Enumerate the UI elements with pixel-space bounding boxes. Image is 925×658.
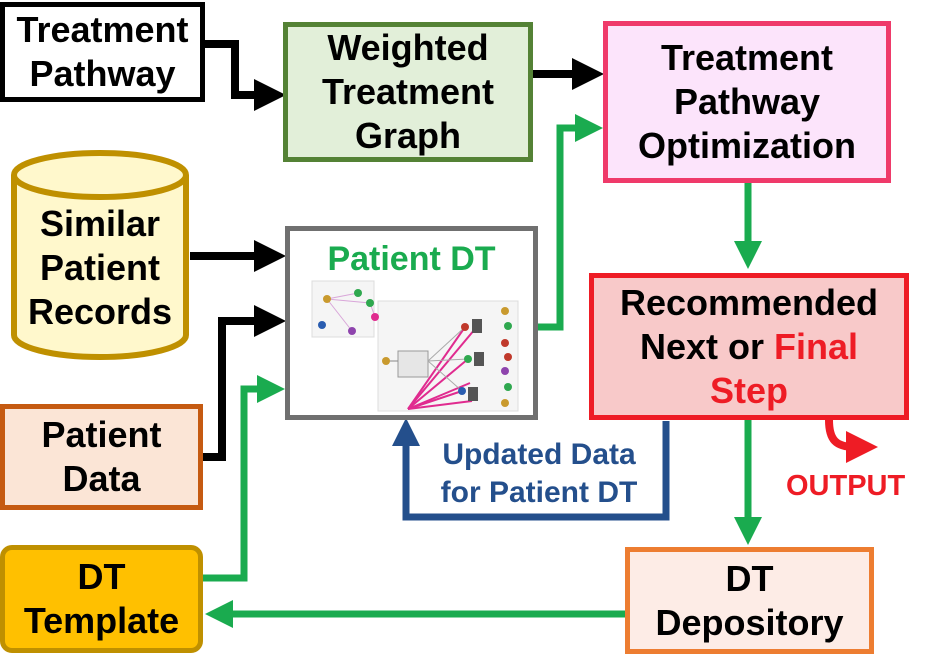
network-graph-thumbnail (311, 280, 519, 412)
arrow-output (825, 419, 878, 463)
updated-data-label: Updated Data for Patient DT (440, 438, 638, 509)
output-label: OUTPUT (786, 470, 906, 502)
arrow-patientdata-to-dt (203, 305, 286, 461)
dt-depository-box: DT Depository (625, 547, 874, 654)
weighted-treatment-graph-box: Weighted Treatment Graph (283, 22, 533, 162)
optimization-label: Treatment Pathway Optimization (638, 37, 856, 166)
similar-records-label-wrap: Similar Patient Records (14, 198, 186, 338)
patient-dt-title: Patient DT (327, 240, 496, 278)
database-cylinder-icon (11, 150, 189, 360)
treatment-pathway-box: Treatment Pathway (0, 2, 205, 102)
recommended-step-box: Recommended Next or Final Step (589, 273, 909, 420)
patient-dt-box: Patient DT (285, 226, 538, 420)
arrow-template-to-dt (203, 375, 285, 582)
dt-template-label: DT Template (23, 556, 180, 641)
arrow-recommended-to-dt (392, 418, 670, 521)
patient-data-label: Patient Data (41, 414, 162, 499)
recommended-step-prefix: Recommended Next or (619, 281, 879, 367)
arrow-pathway-to-graph (205, 40, 286, 111)
dt-depository-label: DT Depository (655, 557, 844, 643)
similar-records-label: Similar Patient Records (27, 203, 173, 332)
weighted-treatment-graph-label: Weighted Treatment Graph (321, 27, 495, 156)
recommended-step-label: Recommended Next or Final Step (620, 281, 878, 413)
treatment-pathway-label: Treatment Pathway (16, 9, 189, 94)
patient-data-box: Patient Data (0, 404, 203, 510)
arrow-dt-to-optimization (538, 114, 603, 331)
dt-template-box: DT Template (0, 545, 203, 653)
recommended-step-final: Final Step (709, 325, 859, 411)
optimization-box: Treatment Pathway Optimization (603, 21, 891, 183)
